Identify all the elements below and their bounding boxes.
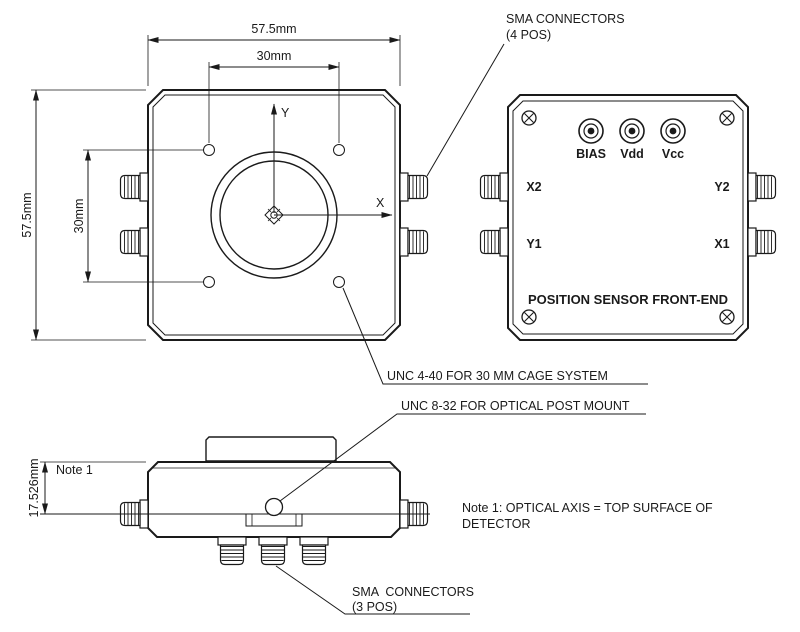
- mounting-hole: [203, 144, 215, 156]
- note1-line1: Note 1: OPTICAL AXIS = TOP SURFACE OF: [462, 501, 713, 515]
- dim-height-inner-label: 30mm: [72, 199, 86, 234]
- bias-connector-icon: [578, 118, 604, 144]
- sma-connector-icon: [258, 536, 288, 566]
- corner-screw-icon: [521, 309, 537, 325]
- sma-3pos-label-line2: (3 POS): [352, 600, 397, 614]
- sma-connector-icon: [399, 172, 429, 202]
- sma-3pos-label-line1: SMA CONNECTORS: [352, 585, 474, 599]
- mounting-hole: [333, 276, 345, 288]
- back-panel-inner-line: [512, 100, 744, 335]
- sma-connector-icon: [299, 536, 329, 566]
- callout-sma-3pos: SMA CONNECTORS (3 POS): [275, 565, 474, 615]
- corner-screw-icon: [719, 309, 735, 325]
- sma-connector-icon: [119, 227, 149, 257]
- note-1-text: Note 1: OPTICAL AXIS = TOP SURFACE OF DE…: [462, 501, 713, 531]
- back-view: BIAS Vdd Vcc X2 Y2 Y1 X1 POSITION SENSOR…: [479, 94, 777, 341]
- side-body-outline: [147, 461, 401, 538]
- extension-lines-height-outer: [31, 89, 146, 341]
- sma-connector-icon: [479, 172, 509, 202]
- dim-width-outer-label: 57.5mm: [251, 22, 296, 36]
- sma-3pos-leader-line: [275, 565, 470, 615]
- front-body-inner-line: [152, 94, 396, 336]
- position-sensor-chip-icon: [264, 205, 284, 225]
- corner-screw-icon: [719, 110, 735, 126]
- note-ref-label: Note 1: [56, 463, 93, 477]
- extension-lines-width-outer: [147, 35, 401, 86]
- extension-lines-width-inner: [208, 62, 340, 143]
- sma-4pos-leader-line: [426, 43, 505, 177]
- axes: Y X: [271, 103, 393, 218]
- sma-connector-icon: [217, 536, 247, 566]
- post-mount-label: UNC 8-32 FOR OPTICAL POST MOUNT: [401, 399, 630, 413]
- sma-connector-icon: [479, 227, 509, 257]
- bottom-recess: [245, 514, 303, 527]
- y-axis-label: Y: [281, 106, 290, 120]
- corner-screw-icon: [521, 110, 537, 126]
- cage-system-leader-line: [342, 287, 648, 385]
- bottom-recess-steps: [251, 514, 297, 526]
- bias-label: BIAS: [576, 147, 606, 161]
- dim-height-outer-label: 57.5mm: [20, 192, 34, 237]
- side-view-dimension: 17.526mm Note 1: [27, 458, 146, 518]
- front-view: Y X: [119, 89, 429, 341]
- callout-cage-system: UNC 4-40 FOR 30 MM CAGE SYSTEM: [342, 287, 648, 385]
- cage-system-label: UNC 4-40 FOR 30 MM CAGE SYSTEM: [387, 369, 608, 383]
- extension-lines-height-inner: [83, 149, 203, 283]
- front-view-dimensions: 57.5mm 30mm 57.5mm 30mm: [20, 22, 401, 341]
- callout-sma-4pos: SMA CONNECTORS (4 POS): [426, 12, 625, 177]
- side-view: [40, 436, 430, 566]
- y1-label: Y1: [526, 237, 541, 251]
- vcc-label: Vcc: [662, 147, 684, 161]
- vdd-connector-icon: [619, 118, 645, 144]
- x1-label: X1: [714, 237, 729, 251]
- mounting-hole: [203, 276, 215, 288]
- y2-label: Y2: [714, 180, 729, 194]
- vdd-label: Vdd: [620, 147, 644, 161]
- dim-optical-axis-label: 17.526mm: [27, 458, 41, 517]
- post-mount-leader-line: [279, 413, 646, 502]
- note1-line2: DETECTOR: [462, 517, 531, 531]
- dim-width-inner-label: 30mm: [257, 49, 292, 63]
- panel-title: POSITION SENSOR FRONT-END: [528, 292, 728, 307]
- callout-post-mount: UNC 8-32 FOR OPTICAL POST MOUNT: [279, 399, 646, 502]
- x2-label: X2: [526, 180, 541, 194]
- x-axis-label: X: [376, 196, 385, 210]
- sma-connector-icon: [747, 227, 777, 257]
- mounting-hole: [333, 144, 345, 156]
- vcc-connector-icon: [660, 118, 686, 144]
- sma-connector-icon: [119, 172, 149, 202]
- top-lid-outline: [205, 436, 337, 462]
- post-mount-hole: [264, 497, 284, 517]
- sma-4pos-label-line1: SMA CONNECTORS: [506, 12, 625, 26]
- sma-4pos-label-line2: (4 POS): [506, 28, 551, 42]
- sma-connector-icon: [399, 227, 429, 257]
- sma-connector-icon: [747, 172, 777, 202]
